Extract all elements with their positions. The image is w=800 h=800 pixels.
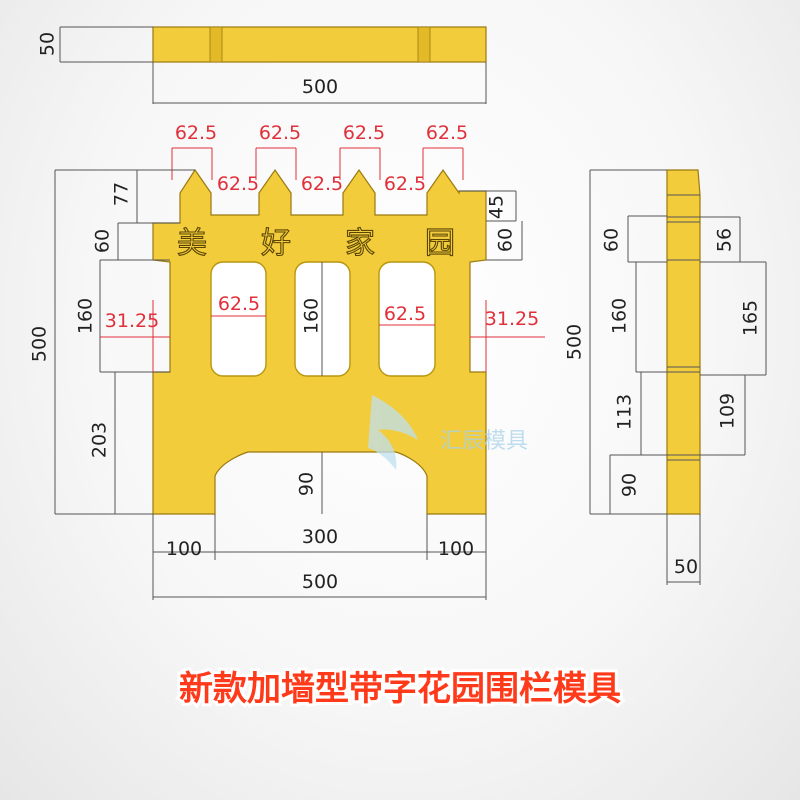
side-window-height-label: 160 (609, 298, 631, 334)
window-right (378, 261, 436, 377)
tooth-width-label-4: 62.5 (426, 122, 468, 144)
top-view-groove-right (417, 26, 431, 63)
engraved-char-1: 美 (177, 226, 207, 261)
top-view-height-label: 50 (37, 32, 59, 56)
side-view: 500 60 160 113 90 56 165 109 50 (564, 169, 767, 585)
watermark: 汇辰模具 (368, 395, 528, 470)
front-total-width-label: 500 (302, 571, 338, 593)
front-right-dims: 45 60 (459, 190, 523, 261)
gap-width-label-2: 62.5 (301, 173, 343, 195)
tooth-width-label-2: 62.5 (259, 122, 301, 144)
band-height-label: 60 (92, 229, 114, 253)
side-foot-height-label: 90 (619, 473, 641, 497)
top-view: 50 500 (37, 26, 487, 104)
tooth-width-dims: 62.5 62.5 62.5 62.5 62.5 62.5 62.5 (171, 122, 468, 195)
side-right-lower-label: 109 (717, 393, 739, 429)
window-gap-left-label: 62.5 (218, 293, 260, 315)
top-offset-label: 45 (486, 195, 508, 219)
side-right-band-label: 56 (714, 228, 736, 252)
right-margin-label: 31.25 (485, 308, 539, 330)
side-right-window-label: 165 (740, 300, 762, 336)
front-total-height-label: 500 (29, 326, 51, 362)
window-left (210, 261, 267, 377)
watermark-logo-icon (368, 395, 418, 470)
page-title: 新款加墙型带字花园围栏模具 (179, 669, 621, 709)
top-view-width-label: 500 (302, 76, 338, 98)
front-left-dims: 500 77 60 160 203 (29, 169, 195, 515)
opening-width-label: 300 (302, 526, 338, 548)
left-leg-label: 100 (166, 538, 202, 560)
gap-width-label-1: 62.5 (217, 173, 259, 195)
arch-height-label: 90 (296, 472, 318, 496)
engraved-char-2: 好 (261, 226, 291, 261)
side-lower-height-label: 113 (614, 394, 636, 430)
tooth-width-label-1: 62.5 (175, 122, 217, 144)
inner-window-height-label: 160 (301, 298, 323, 334)
front-view: 美 好 家 园 62.5 62.5 62.5 62.5 62.5 62.5 62… (29, 122, 545, 600)
gap-width-label-3: 62.5 (384, 173, 426, 195)
tooth-height-label: 77 (111, 182, 133, 206)
tooth-width-label-3: 62.5 (343, 122, 385, 144)
right-leg-label: 100 (438, 538, 474, 560)
engraved-char-3: 家 (345, 226, 375, 261)
side-band-height-label: 60 (601, 228, 623, 252)
engraved-char-4: 园 (425, 226, 455, 261)
window-gap-right-label: 62.5 (384, 303, 426, 325)
side-total-height-label: 500 (564, 324, 586, 360)
front-inner-dims: 31.25 62.5 62.5 31.25 160 90 (100, 262, 545, 514)
right-band-height-label: 60 (495, 228, 517, 252)
top-view-groove-left (209, 26, 223, 63)
watermark-text: 汇辰模具 (440, 429, 528, 454)
window-height-label: 160 (75, 298, 97, 334)
left-margin-label: 31.25 (105, 310, 159, 332)
front-bottom-dims: 100 300 100 500 (152, 514, 487, 600)
side-thickness-label: 50 (674, 556, 698, 578)
lower-height-label: 203 (89, 422, 111, 458)
top-view-body (152, 26, 487, 63)
